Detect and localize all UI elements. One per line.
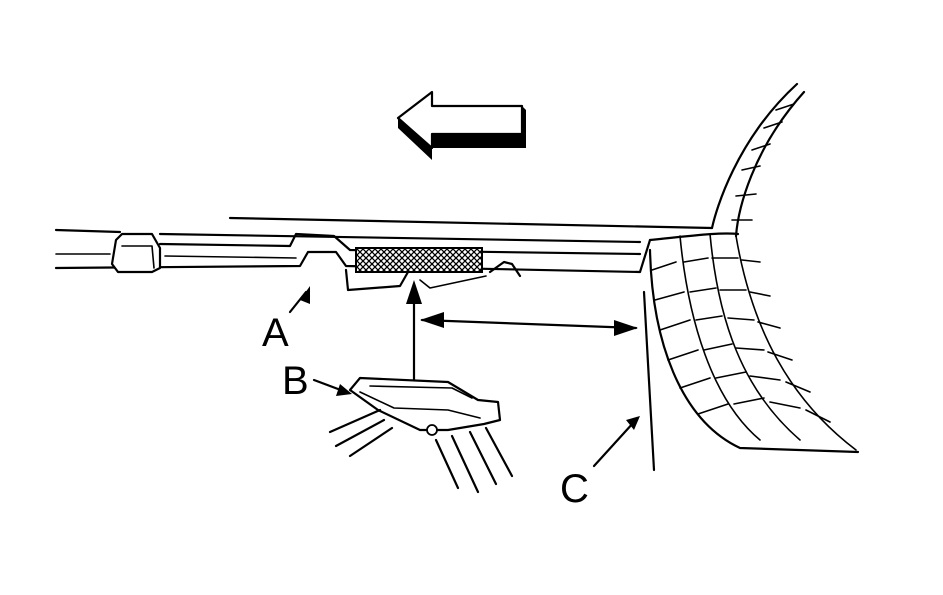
tire-tread bbox=[651, 103, 831, 423]
tire bbox=[648, 82, 860, 454]
label-c: C bbox=[560, 467, 589, 511]
leader-a bbox=[288, 286, 310, 314]
lift-pad bbox=[355, 247, 483, 273]
label-b: B bbox=[282, 359, 309, 403]
leader-c bbox=[592, 416, 640, 468]
label-a: A bbox=[262, 311, 289, 355]
jack-saddle bbox=[328, 376, 514, 494]
lift-arrow bbox=[406, 280, 422, 392]
arrow-left-icon bbox=[396, 90, 526, 160]
leader-b bbox=[312, 378, 352, 396]
dimension-line bbox=[420, 290, 656, 472]
